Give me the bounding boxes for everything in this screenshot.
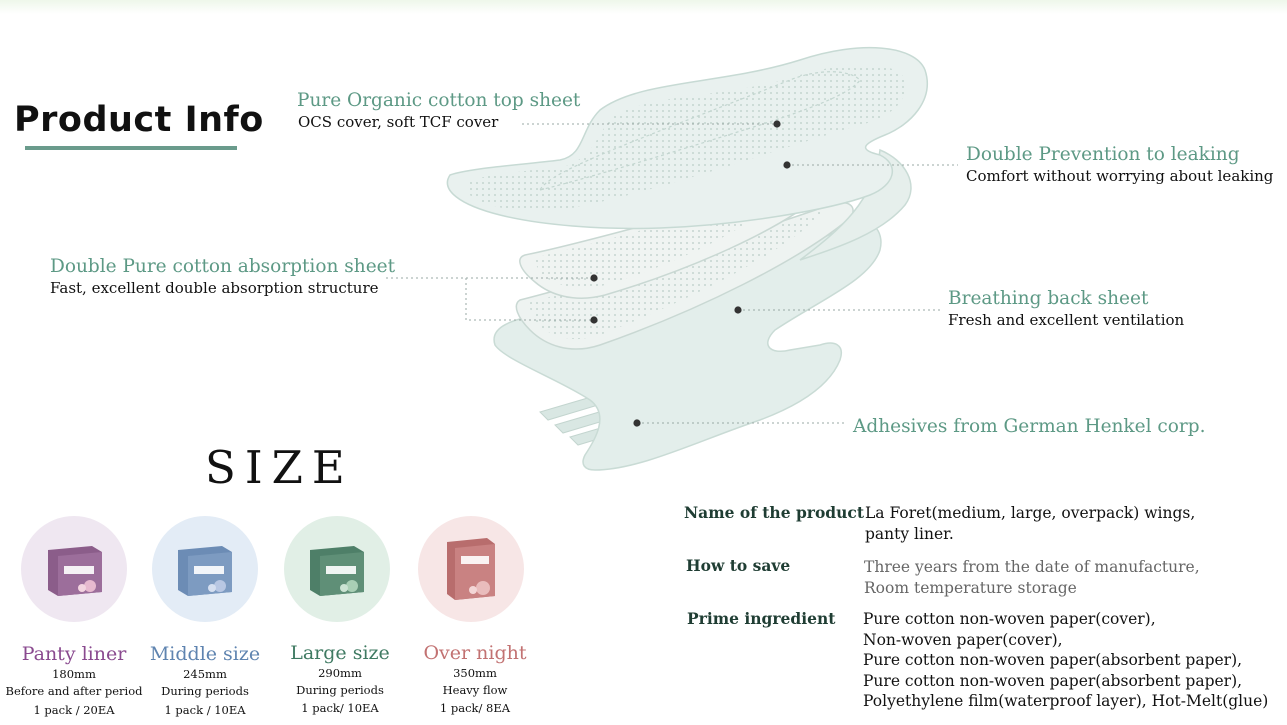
- size-length-middle-size: 245mm: [183, 667, 227, 681]
- feature-heading-top-sheet: Pure Organic cotton top sheet: [297, 90, 581, 111]
- marker-dot: [590, 316, 598, 324]
- size-name-over-night: Over night: [423, 642, 527, 664]
- marker-dot: [590, 274, 598, 282]
- size-pack-panty-liner: 1 pack / 20EA: [33, 703, 115, 717]
- size-length-panty-liner: 180mm: [52, 667, 96, 681]
- page-title: Product Info: [14, 100, 264, 140]
- feature-detail-top-sheet: OCS cover, soft TCF cover: [298, 113, 499, 131]
- feature-heading-leak-prevention: Double Prevention to leaking: [966, 144, 1240, 165]
- spec-line: Pure cotton non-woven paper(absorbent pa…: [863, 671, 1243, 690]
- size-use-panty-liner: Before and after period: [5, 684, 143, 698]
- size-length-over-night: 350mm: [453, 666, 497, 680]
- size-pack-middle-size: 1 pack / 10EA: [164, 703, 246, 717]
- product-box-large-size-icon: [310, 546, 364, 596]
- size-use-middle-size: During periods: [161, 684, 249, 698]
- spec-label-product-name: Name of the product: [684, 503, 865, 522]
- spec-label-prime-ingredient: Prime ingredient: [687, 609, 836, 628]
- marker-dot: [633, 419, 641, 427]
- feature-heading-back-sheet: Breathing back sheet: [948, 288, 1149, 309]
- size-use-large-size: During periods: [296, 683, 384, 697]
- spec-line: Polyethylene film(waterproof layer), Hot…: [863, 692, 1269, 710]
- size-use-over-night: Heavy flow: [442, 683, 508, 697]
- spec-value-how-to-save: Three years from the date of manufacture…: [864, 557, 1200, 598]
- spec-label-how-to-save: How to save: [686, 556, 791, 575]
- spec-line: Three years from the date of manufacture…: [864, 558, 1200, 576]
- size-title: SIZE: [205, 441, 354, 494]
- spec-line: Pure cotton non-woven paper(cover),: [863, 610, 1156, 628]
- size-length-large-size: 290mm: [318, 666, 362, 680]
- product-box-over-night-icon: [447, 538, 495, 600]
- spec-line: La Foret(medium, large, overpack) wings,: [865, 504, 1196, 522]
- feature-heading-adhesives: Adhesives from German Henkel corp.: [853, 416, 1206, 437]
- spec-value-prime-ingredient: Pure cotton non-woven paper(cover), Non-…: [863, 609, 1268, 712]
- spec-line: Non-woven paper(cover),: [863, 630, 1063, 649]
- feature-detail-leak-prevention: Comfort without worrying about leaking: [966, 167, 1274, 185]
- spec-line: Pure cotton non-woven paper(absorbent pa…: [863, 651, 1243, 669]
- pad-layers-illustration: [446, 46, 928, 471]
- feature-heading-absorption: Double Pure cotton absorption sheet: [50, 256, 396, 277]
- size-pack-large-size: 1 pack/ 10EA: [301, 701, 379, 715]
- marker-dot: [773, 120, 781, 128]
- feature-detail-back-sheet: Fresh and excellent ventilation: [948, 311, 1185, 329]
- spec-value-product-name: La Foret(medium, large, overpack) wings,…: [865, 503, 1195, 544]
- marker-dot: [783, 161, 791, 169]
- size-pack-over-night: 1 pack/ 8EA: [439, 701, 511, 715]
- spec-line: Room temperature storage: [864, 578, 1077, 597]
- marker-dot: [734, 306, 742, 314]
- title-underline: [25, 146, 237, 150]
- size-name-large-size: Large size: [290, 642, 390, 664]
- feature-detail-absorption: Fast, excellent double absorption struct…: [50, 279, 379, 297]
- product-box-middle-size-icon: [178, 546, 232, 596]
- size-name-panty-liner: Panty liner: [21, 643, 127, 665]
- spec-line: panty liner.: [865, 524, 954, 543]
- top-gradient: [0, 0, 1287, 14]
- product-box-panty-liner-icon: [48, 546, 102, 596]
- size-name-middle-size: Middle size: [149, 643, 261, 665]
